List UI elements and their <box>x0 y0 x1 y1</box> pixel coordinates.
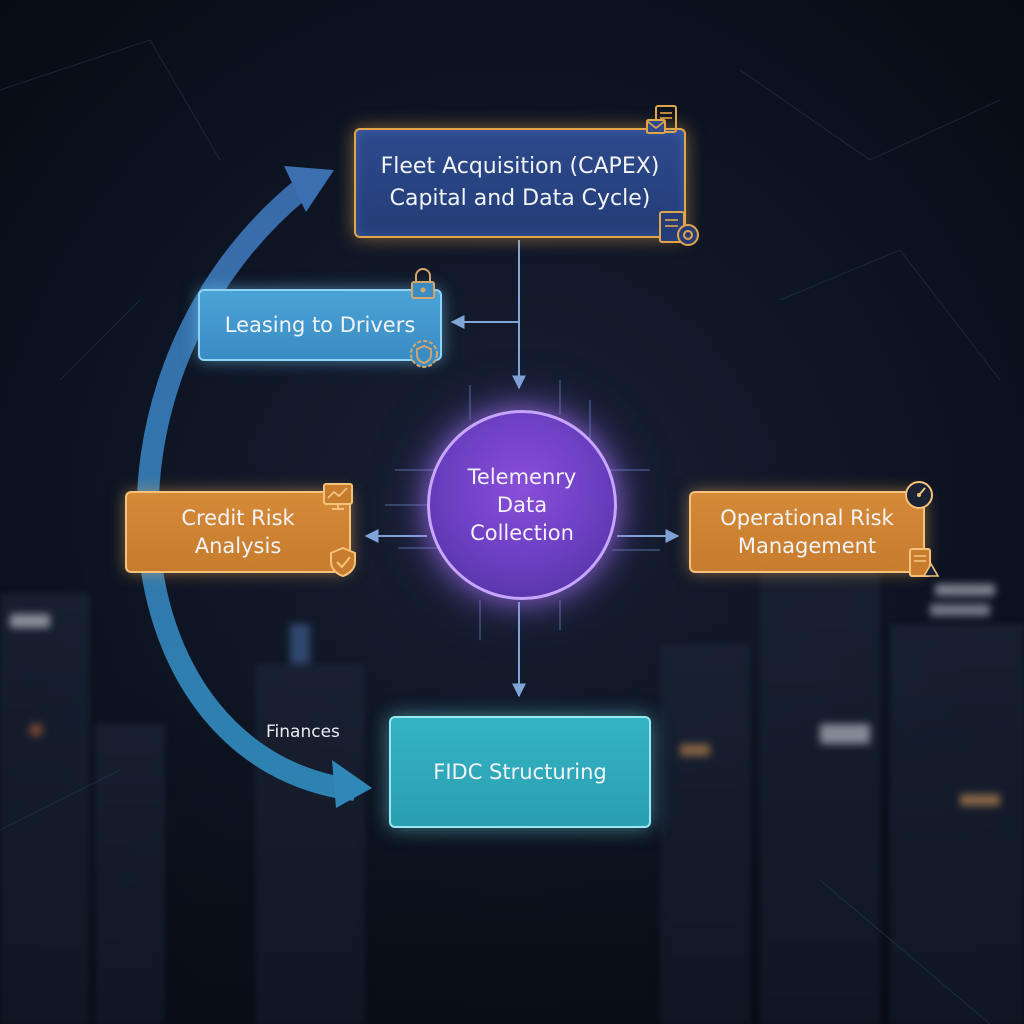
monitor-chart-icon <box>323 483 353 510</box>
telemetry-line1: Telemenry <box>467 465 577 489</box>
network-lines <box>0 39 1001 1024</box>
gauge-icon <box>905 481 933 509</box>
leasing-label: Leasing to Drivers <box>224 313 416 337</box>
credit-line2: Analysis <box>194 534 282 558</box>
node-fleet-acquisition: Fleet Acquisition (CAPEX) Capital and Da… <box>354 128 686 238</box>
loop-arrowhead-top <box>284 166 334 212</box>
document-mail-icon <box>646 105 677 134</box>
node-telemetry-data-collection: Telemenry Data Collection <box>427 410 617 600</box>
node-leasing-to-drivers: Leasing to Drivers <box>198 289 442 361</box>
telemetry-line3: Collection <box>470 521 574 545</box>
shield-gear-icon <box>410 340 438 368</box>
loop-arrowhead-bottom <box>332 760 372 808</box>
document-gear-icon <box>659 211 699 246</box>
telemetry-line2: Data <box>496 493 548 517</box>
node-credit-risk-analysis: Credit Risk Analysis <box>125 491 351 573</box>
fleet-title-line1: Fleet Acquisition (CAPEX) <box>380 154 660 179</box>
node-fidc-structuring: FIDC Structuring <box>389 716 651 828</box>
fidc-label: FIDC Structuring <box>433 760 607 784</box>
lock-icon <box>411 268 435 299</box>
operational-line1: Operational Risk <box>720 506 894 530</box>
data-streaks <box>385 380 660 640</box>
shield-check-icon <box>330 546 356 578</box>
finances-edge-label: Finances <box>266 722 340 742</box>
credit-line1: Credit Risk <box>181 506 295 530</box>
fleet-title-line2: Capital and Data Cycle) <box>389 186 651 211</box>
document-warning-icon <box>909 548 940 577</box>
operational-line2: Management <box>737 534 877 558</box>
node-operational-risk-management: Operational Risk Management <box>689 491 925 573</box>
